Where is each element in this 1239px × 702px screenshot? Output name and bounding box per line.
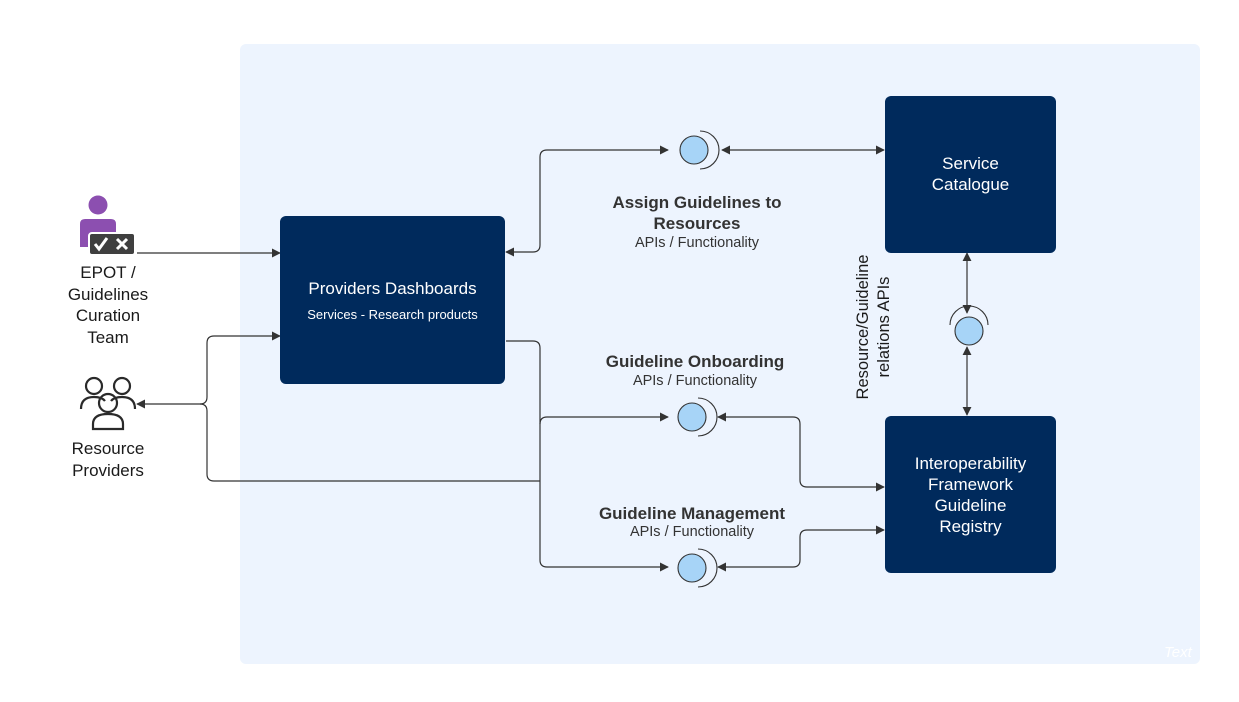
relations-interface-label-line1: Resource/Guideline: [854, 254, 872, 400]
interface-management-icon: [677, 548, 718, 588]
guideline-registry-line3: Guideline: [934, 495, 1007, 515]
connector-bus-onboarding: [539, 412, 669, 425]
onboarding-interface-subtitle: APIs / Functionality: [632, 373, 758, 389]
management-interface-subtitle: APIs / Functionality: [629, 524, 755, 540]
assign-interface-title: Assign Guidelines to Resources: [597, 192, 797, 234]
watermark-text: Text: [1164, 644, 1192, 661]
providers-dashboards-subtitle: Services - Research products: [307, 307, 478, 322]
interface-assign-icon: [679, 130, 720, 170]
connector-providers-dashboards: [136, 331, 281, 409]
service-catalogue-title-line1: Service: [942, 154, 999, 173]
providers-dashboards-title: Providers Dashboards: [308, 279, 477, 298]
guideline-registry-box[interactable]: Interoperability Framework Guideline Reg…: [885, 416, 1056, 573]
group-users-icon: [79, 376, 137, 431]
epot-label-line1: EPOT /: [80, 263, 136, 282]
providers-label-line2: Providers: [72, 460, 144, 480]
assign-interface-title-line2: Resources: [653, 214, 741, 233]
onboarding-interface-title: Guideline Onboarding: [605, 352, 785, 371]
connector-providers-bus: [199, 403, 540, 482]
guideline-registry-line4: Registry: [939, 516, 1002, 536]
interface-relations-icon: [949, 305, 989, 346]
service-catalogue-box[interactable]: Service Catalogue: [885, 96, 1056, 253]
assign-interface-title-line1: Assign Guidelines to: [612, 193, 782, 212]
connector-dashboards-assign: [505, 145, 669, 257]
relations-interface-label: Resource/Guideline relations APIs: [853, 217, 895, 437]
guideline-registry-line1: Interoperability: [914, 453, 1027, 473]
service-catalogue-title-line2: Catalogue: [931, 175, 1010, 194]
epot-actor-label: EPOT / Guidelines Curation Team: [48, 262, 168, 348]
curator-approval-icon: [80, 195, 136, 256]
connector-dashboards-bus: [506, 340, 548, 568]
providers-actor-label: Resource Providers: [48, 438, 168, 481]
assign-interface-subtitle: APIs / Functionality: [634, 235, 760, 251]
connector-registry-management: [717, 525, 885, 572]
epot-label-line2: Guidelines: [67, 284, 149, 304]
epot-label-line4: Team: [87, 327, 129, 347]
management-interface-title: Guideline Management: [598, 504, 786, 523]
guideline-registry-line2: Framework: [927, 474, 1013, 494]
interface-onboarding-icon: [677, 397, 718, 437]
connector-registry-onboarding: [717, 412, 885, 492]
epot-label-line3: Curation: [75, 306, 141, 325]
providers-label-line1: Resource: [71, 439, 145, 458]
relations-interface-label-line2: relations APIs: [875, 276, 893, 378]
providers-dashboards-box[interactable]: Providers Dashboards Services - Research…: [280, 216, 505, 384]
